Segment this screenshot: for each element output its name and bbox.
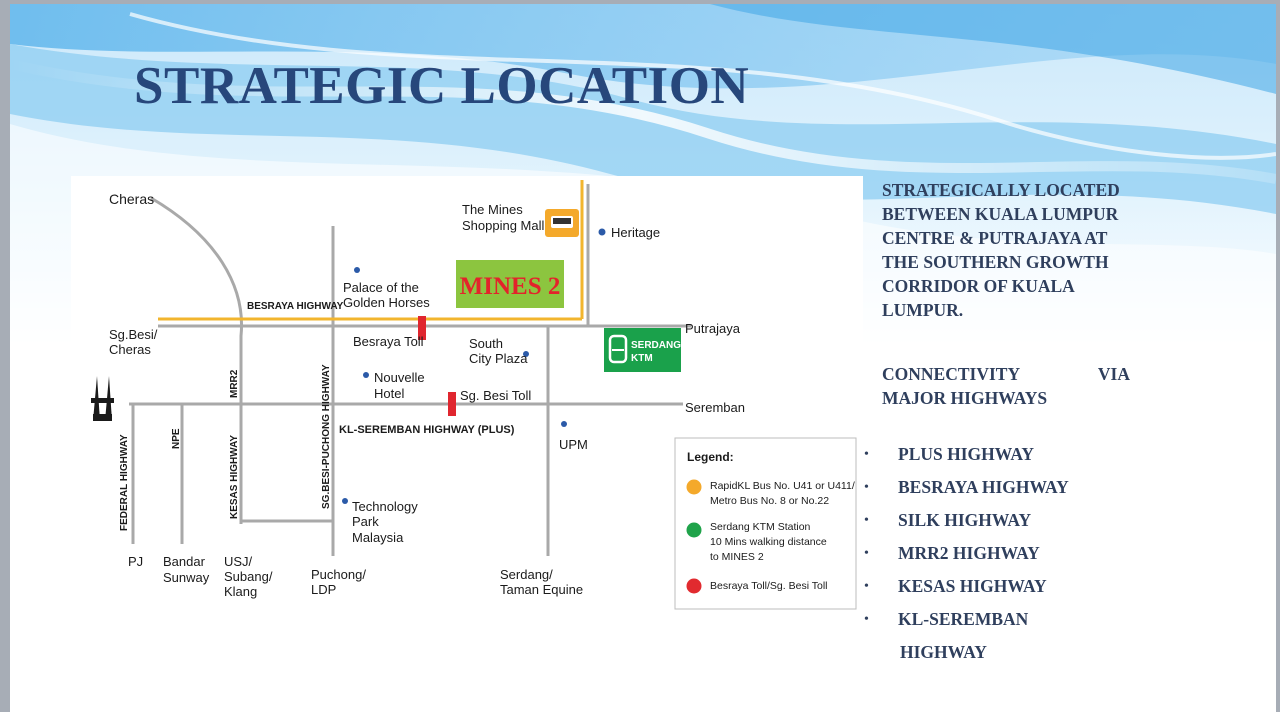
connectivity-line2: MAJOR HIGHWAYS bbox=[882, 388, 1048, 408]
highway-label: MRR2 HIGHWAY bbox=[898, 543, 1040, 563]
list-item: • KL-SEREMBAN bbox=[862, 603, 1122, 636]
map-label-heritage: Heritage bbox=[611, 225, 660, 240]
nouvelle-dot bbox=[363, 372, 369, 378]
map-label-seremban: Seremban bbox=[685, 400, 745, 415]
mines2-badge bbox=[456, 260, 564, 308]
bullet-icon: • bbox=[864, 579, 869, 594]
map-label-mines-mall-1: The Mines bbox=[462, 202, 523, 217]
legend-toll-swatch bbox=[686, 578, 702, 594]
map-label-sg-besi-1: Sg.Besi/ bbox=[109, 327, 158, 342]
legend-item2-line3: to MINES 2 bbox=[710, 551, 764, 563]
legend-ktm-swatch bbox=[686, 522, 702, 538]
map-label-kesas-hwy: KESAS HIGHWAY bbox=[229, 435, 240, 519]
map-label-palace-1: Palace of the bbox=[343, 280, 419, 295]
map-label-usj-2: Subang/ bbox=[224, 569, 273, 584]
map-label-putrajaya: Putrajaya bbox=[685, 321, 741, 336]
location-description: STRATEGICALLY LOCATED BETWEEN KUALA LUMP… bbox=[882, 180, 1120, 320]
map-label-usj-3: Klang bbox=[224, 584, 257, 599]
south-city-dot bbox=[523, 351, 529, 357]
legend-bus-swatch bbox=[686, 479, 702, 495]
map-label-besraya-toll: Besraya Toll bbox=[353, 334, 424, 349]
kl-city-icon bbox=[91, 376, 114, 421]
map-label-besraya-hwy: BESRAYA HIGHWAY bbox=[247, 301, 344, 312]
map-label-kl-seremban-hwy: KL-SEREMBAN HIGHWAY (PLUS) bbox=[339, 424, 515, 436]
via-word: VIA bbox=[1097, 364, 1130, 384]
highway-list: • PLUS HIGHWAY • BESRAYA HIGHWAY • SILK HIG… bbox=[862, 438, 1122, 669]
map-label-bandar-2: Sunway bbox=[163, 570, 210, 585]
palace-dot bbox=[354, 267, 360, 273]
map-label-south-city-1: South bbox=[469, 336, 503, 351]
map-label-cheras: Cheras bbox=[109, 191, 154, 207]
highway-label: BESRAYA HIGHWAY bbox=[898, 477, 1069, 497]
map-label-serdang-2: Taman Equine bbox=[500, 582, 583, 597]
legend-item1-line1: RapidKL Bus No. U41 or U411/ bbox=[710, 480, 855, 492]
map-graphic: MINES 2 SERDANG KTM bbox=[91, 180, 857, 610]
map-label-tech-park-3: Malaysia bbox=[352, 530, 404, 545]
bullet-icon: • bbox=[864, 612, 869, 627]
ktm-label-1: SERDANG bbox=[631, 340, 681, 351]
map-label-serdang-1: Serdang/ bbox=[500, 567, 553, 582]
list-item: • PLUS HIGHWAY bbox=[862, 438, 1122, 471]
cheras-road bbox=[150, 196, 244, 524]
map-label-nouvelle-1: Nouvelle bbox=[374, 370, 425, 385]
tech-park-dot bbox=[342, 498, 348, 504]
map-label-sg-besi-puchong: SG.BESI-PUCHONG HIGHWAY bbox=[321, 364, 332, 509]
legend-item3: Besraya Toll/Sg. Besi Toll bbox=[710, 580, 828, 592]
heritage-dot bbox=[598, 228, 606, 236]
map-label-federal-hwy: FEDERAL HIGHWAY bbox=[119, 434, 130, 531]
map-label-bandar-1: Bandar bbox=[163, 554, 206, 569]
list-item: • SILK HIGHWAY bbox=[862, 504, 1122, 537]
map-label-nouvelle-2: Hotel bbox=[374, 386, 404, 401]
map-label-puchong-1: Puchong/ bbox=[311, 567, 366, 582]
sg-besi-toll-marker bbox=[448, 392, 456, 416]
highway-label: PLUS HIGHWAY bbox=[898, 444, 1034, 464]
legend-title: Legend: bbox=[687, 450, 734, 464]
page-title: STRATEGIC LOCATION bbox=[134, 57, 750, 115]
upm-dot bbox=[561, 421, 567, 427]
map-label-npe: NPE bbox=[171, 428, 182, 449]
highway-label-continuation: HIGHWAY bbox=[900, 642, 987, 662]
legend-item2-line1: Serdang KTM Station bbox=[710, 521, 811, 533]
map-label-tech-park-2: Park bbox=[352, 514, 379, 529]
map-label-tech-park-1: Technology bbox=[352, 499, 418, 514]
bullet-icon: • bbox=[864, 480, 869, 495]
legend-item1-line2: Metro Bus No. 8 or No.22 bbox=[710, 495, 829, 507]
highway-label: KL-SEREMBAN bbox=[898, 609, 1029, 629]
map-label-upm: UPM bbox=[559, 437, 588, 452]
connectivity-heading: CONNECTIVITY VIA MAJOR HIGHWAYS bbox=[882, 362, 1130, 410]
highway-label: SILK HIGHWAY bbox=[898, 510, 1032, 530]
highway-label: KESAS HIGHWAY bbox=[898, 576, 1047, 596]
ktm-label-2: KTM bbox=[631, 353, 653, 364]
map-label-palace-2: Golden Horses bbox=[343, 295, 430, 310]
bullet-icon: • bbox=[864, 447, 869, 462]
connectivity-word: CONNECTIVITY bbox=[882, 364, 1021, 384]
map-legend: Legend: RapidKL Bus No. U41 or U411/ Met… bbox=[674, 437, 857, 610]
bullet-icon: • bbox=[864, 546, 869, 561]
map-label-pj: PJ bbox=[128, 554, 143, 569]
train-icon bbox=[608, 334, 628, 364]
mines2-label: MINES 2 bbox=[460, 273, 561, 300]
besraya-toll-marker bbox=[418, 316, 426, 340]
list-item: • MRR2 HIGHWAY bbox=[862, 537, 1122, 570]
list-item: • BESRAYA HIGHWAY bbox=[862, 471, 1122, 504]
legend-item2-line2: 10 Mins walking distance bbox=[710, 536, 827, 548]
map-label-sg-besi-toll: Sg. Besi Toll bbox=[460, 388, 531, 403]
list-item: • KESAS HIGHWAY bbox=[862, 570, 1122, 603]
bullet-icon: • bbox=[864, 513, 869, 528]
location-map: MINES 2 SERDANG KTM bbox=[71, 176, 863, 611]
map-label-south-city-2: City Plaza bbox=[469, 351, 528, 366]
slide: STRATEGIC LOCATION MINES 2 bbox=[10, 4, 1276, 712]
map-label-usj-1: USJ/ bbox=[224, 554, 253, 569]
map-label-mines-mall-2: Shopping Mall bbox=[462, 218, 544, 233]
map-label-puchong-2: LDP bbox=[311, 582, 336, 597]
map-label-mrr2: MRR2 bbox=[229, 369, 240, 398]
map-label-sg-besi-2: Cheras bbox=[109, 342, 151, 357]
